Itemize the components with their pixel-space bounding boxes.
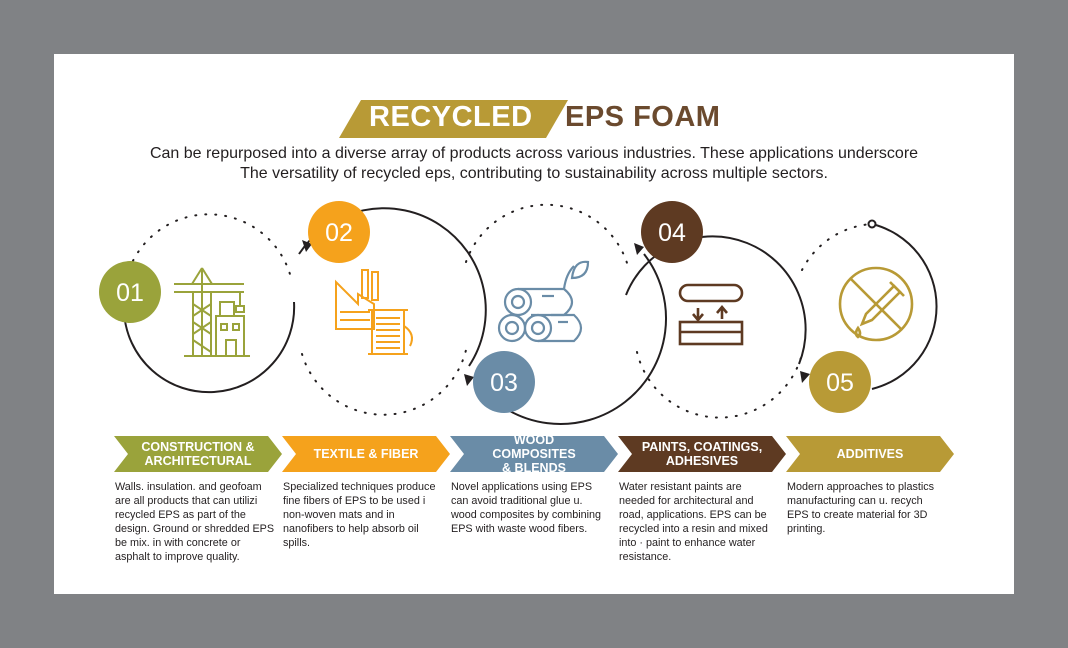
- factory-thread-spool-icon: [335, 269, 413, 355]
- dotted-arc-2: [301, 349, 467, 416]
- category-chevron-01: CONSTRUCTION &ARCHITECTURAL: [114, 436, 282, 472]
- dotted-arc-5: [801, 223, 873, 271]
- adhesive-press-icon: [678, 283, 744, 346]
- category-description-04: Water resistant paints are needed for ar…: [619, 481, 768, 563]
- step-number-05: 05: [826, 369, 854, 397]
- step-circle-04: [641, 201, 703, 263]
- category-title-line: ADHESIVES: [665, 454, 739, 468]
- title-rest: EPS FOAM: [565, 101, 721, 133]
- category-title-line: ARCHITECTURAL: [144, 454, 252, 468]
- process-flow-diagram: 01 02 03 04 05: [99, 201, 938, 425]
- connector-end-dot: [867, 219, 877, 229]
- title-ribbon: [339, 100, 568, 138]
- step-number-04: 04: [658, 219, 686, 247]
- category-title-line: TEXTILE & FIBER: [313, 447, 419, 461]
- dotted-arc-4: [636, 351, 803, 419]
- connector-arc-05: [871, 223, 938, 390]
- category-chevron-05: ADDITIVES: [786, 436, 954, 472]
- category-description-05: Modern approaches to plastics manufactur…: [787, 481, 935, 535]
- arrow-head: [800, 371, 810, 383]
- subtitle-line-1: Can be repurposed into a diverse array o…: [149, 145, 919, 162]
- category-title-line: ADDITIVES: [836, 447, 904, 461]
- connector-arc-04-05: [625, 235, 807, 365]
- category-title-line: & BLENDS: [502, 461, 566, 475]
- category-title-line: CONSTRUCTION &: [141, 440, 255, 454]
- step-number-03: 03: [490, 369, 518, 397]
- category-chevron-02: TEXTILE & FIBER: [282, 436, 450, 472]
- subtitle: Can be repurposed into a diverse array o…: [94, 144, 974, 184]
- category-title-line: WOOD COMPOSITES: [492, 433, 576, 461]
- no-dropper-icon: [838, 266, 914, 342]
- step-circle-05: [809, 351, 871, 413]
- dotted-arc-3: [465, 203, 630, 271]
- step-circle-03: [473, 351, 535, 413]
- step-circle-01: [99, 261, 161, 323]
- page-title: RECYCLED EPS FOAM: [339, 100, 759, 138]
- category-description-01: Walls. insulation. and geofoam are all p…: [115, 481, 275, 563]
- step-number-02: 02: [325, 219, 353, 247]
- connector-arc-03-04: [476, 253, 668, 425]
- crane-building-icon: [174, 267, 250, 357]
- subtitle-line-2: The versatility of recycled eps, contrib…: [240, 165, 828, 182]
- category-chevron-04: PAINTS, COATINGS,ADHESIVES: [618, 436, 786, 472]
- arrow-head: [464, 374, 474, 386]
- category-chevron-03: WOOD COMPOSITES& BLENDS: [450, 436, 618, 472]
- category-description-02: Specialized techniques produce fine fibe…: [283, 481, 436, 549]
- wood-logs-icon: [497, 260, 590, 343]
- step-number-01: 01: [116, 279, 144, 307]
- arrow-head: [302, 240, 312, 252]
- step-circle-02: [308, 201, 370, 263]
- dotted-arc-1: [128, 213, 293, 283]
- category-description-03: Novel applications using EPS can avoid t…: [451, 481, 602, 535]
- arrow-head: [634, 243, 644, 255]
- title-highlight: RECYCLED: [369, 101, 533, 133]
- connector-arc-01-02: [123, 301, 296, 394]
- category-title-line: PAINTS, COATINGS,: [641, 440, 763, 454]
- infographic-card: RECYCLED EPS FOAM Can be repurposed into…: [54, 54, 1014, 594]
